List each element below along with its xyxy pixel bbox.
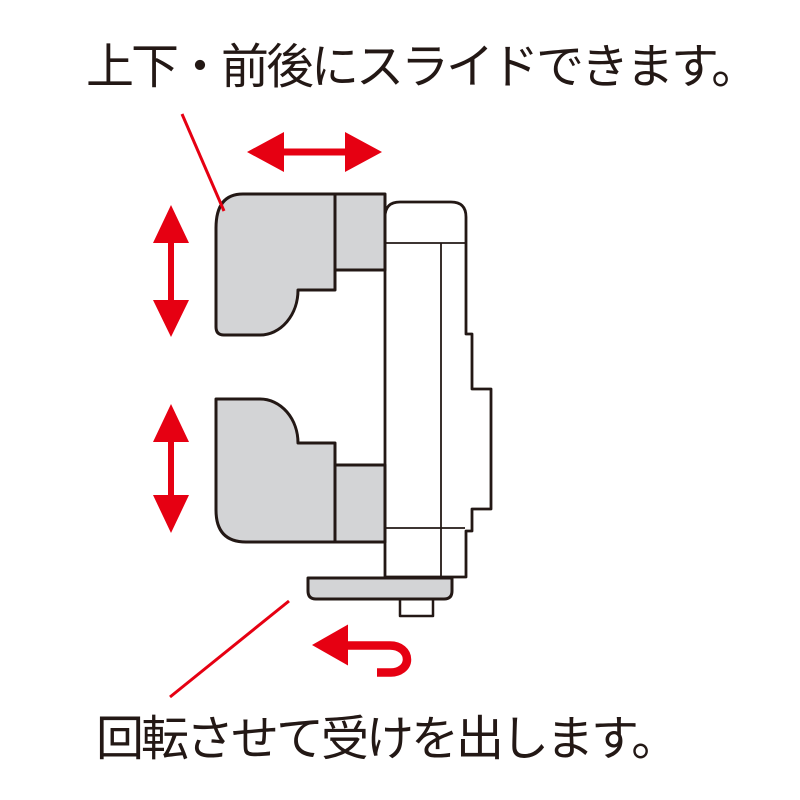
clamp-lower-jaw bbox=[214, 397, 337, 544]
rotate-arrow-head bbox=[312, 624, 348, 666]
holder-body-outline bbox=[383, 200, 493, 579]
rotate-arrow-icon bbox=[312, 624, 412, 677]
holder-body-seams bbox=[386, 242, 465, 576]
rotate-arrow-hook bbox=[348, 641, 412, 677]
vertical-slide-arrow-upper-icon bbox=[153, 205, 189, 337]
rotate-leader-line bbox=[169, 599, 290, 699]
slide-leader-line bbox=[180, 113, 226, 212]
clamp-upper-jaw bbox=[214, 192, 337, 337]
red-annotations bbox=[153, 113, 412, 699]
rotate-caption: 回転させて受けを出します。 bbox=[96, 713, 679, 766]
clamp-lower-slider-block bbox=[333, 463, 387, 544]
horizontal-slide-arrow-icon bbox=[247, 132, 382, 172]
clamp bbox=[214, 192, 387, 544]
holder-body bbox=[383, 200, 493, 579]
slide-caption: 上下・前後にスライドできます。 bbox=[86, 41, 759, 94]
swivel-base-bar bbox=[306, 576, 454, 601]
clamp-upper-slider-block bbox=[333, 192, 387, 272]
vertical-slide-arrow-lower-icon bbox=[153, 404, 189, 533]
